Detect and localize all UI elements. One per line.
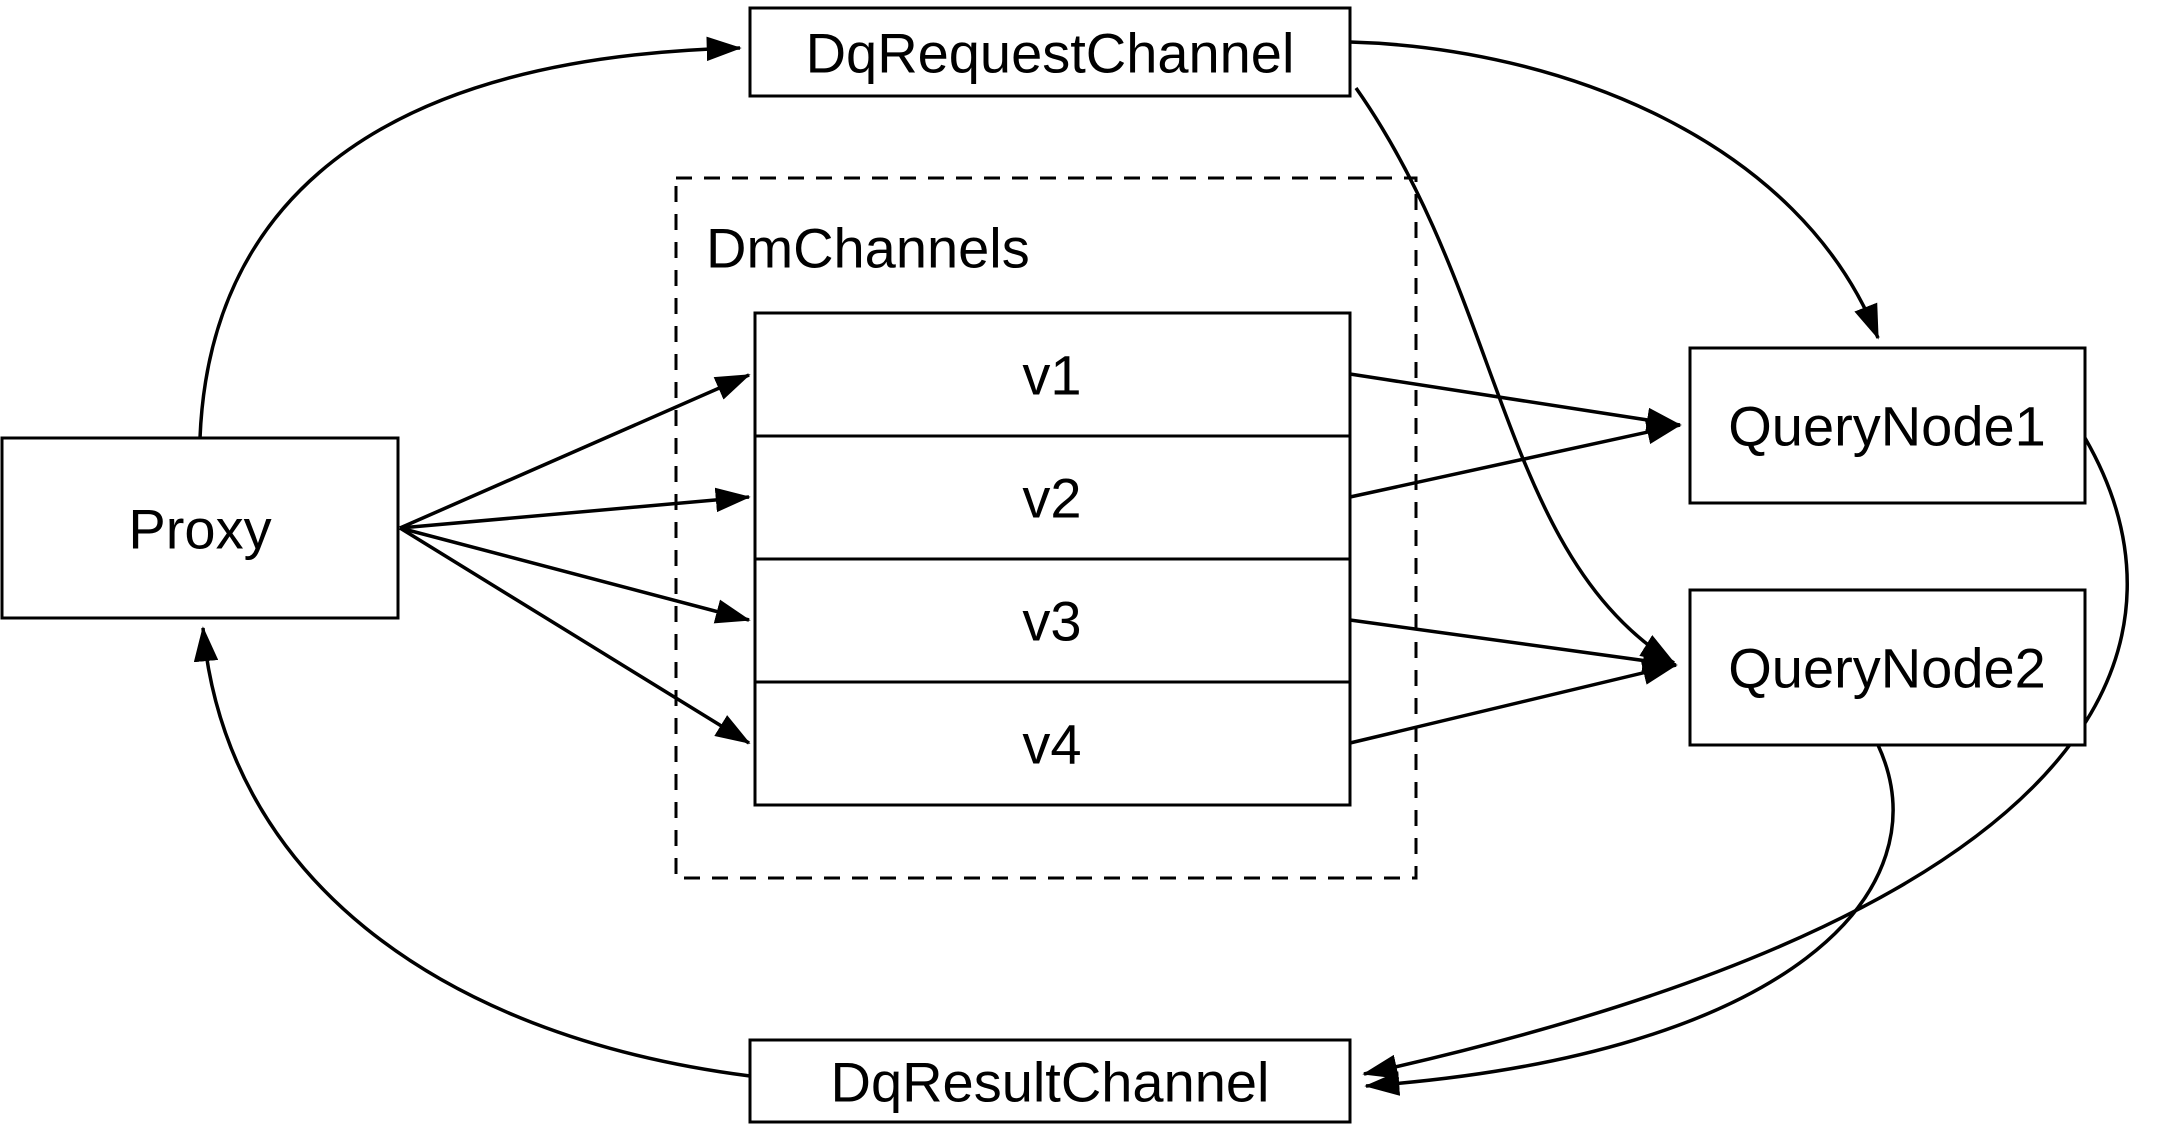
dq-request-channel-box [748, 6, 1352, 98]
channel-row-v4 [753, 680, 1352, 807]
edge-proxy-to-v3 [399, 526, 751, 624]
query-node-2-label: QueryNode2 [1728, 637, 2046, 700]
edge-v4-to-querynode2 [1349, 660, 1678, 745]
query-node-1-label: QueryNode1 [1728, 395, 2046, 458]
edge-v2-to-querynode1 [1349, 420, 1682, 499]
edge-proxy-to-v2 [399, 487, 751, 530]
dmchannels-group: DmChannels [674, 176, 1418, 880]
dmchannels-group-border [674, 176, 1418, 880]
edge-layer [193, 36, 2129, 1096]
dmchannels-group-label: DmChannels [706, 217, 1030, 280]
node-dq-request-channel: DqRequestChannel [748, 6, 1352, 98]
edge-proxy-to-v4 [399, 526, 751, 745]
edge-v1-to-querynode1 [1349, 372, 1682, 433]
channel-stack: v1 v2 v3 v4 [753, 311, 1352, 807]
proxy-box [0, 436, 400, 620]
dq-result-channel-box [748, 1038, 1352, 1124]
channel-row-v3 [753, 557, 1352, 684]
edge-querynode2-to-dqresultchannel [1364, 744, 1895, 1096]
node-proxy: Proxy [0, 436, 400, 620]
channel-row-v2 [753, 434, 1352, 561]
edge-dqresultchannel-to-proxy [193, 626, 751, 1078]
channel-label-v3: v3 [1022, 590, 1081, 653]
node-dq-result-channel: DqResultChannel [748, 1038, 1352, 1124]
query-node-2-box [1688, 588, 2087, 747]
channel-label-v4: v4 [1022, 713, 1081, 776]
edge-dqrequestchannel-to-querynode2 [1354, 86, 1676, 665]
edge-proxy-to-dqrequestchannel [198, 36, 742, 439]
channel-label-v2: v2 [1022, 467, 1081, 530]
edge-querynode1-to-dqresultchannel [1362, 437, 2129, 1079]
query-node-1-box [1688, 346, 2087, 505]
channel-label-v1: v1 [1022, 344, 1081, 407]
node-query-node-2: QueryNode2 [1688, 588, 2087, 747]
node-query-node-1: QueryNode1 [1688, 346, 2087, 505]
edge-dqrequestchannel-to-querynode1 [1349, 40, 1880, 340]
edge-proxy-to-v1 [399, 373, 751, 530]
dq-result-channel-label: DqResultChannel [831, 1051, 1270, 1114]
dq-request-channel-label: DqRequestChannel [806, 22, 1295, 85]
proxy-label: Proxy [128, 498, 271, 561]
edge-v3-to-querynode2 [1349, 618, 1678, 673]
